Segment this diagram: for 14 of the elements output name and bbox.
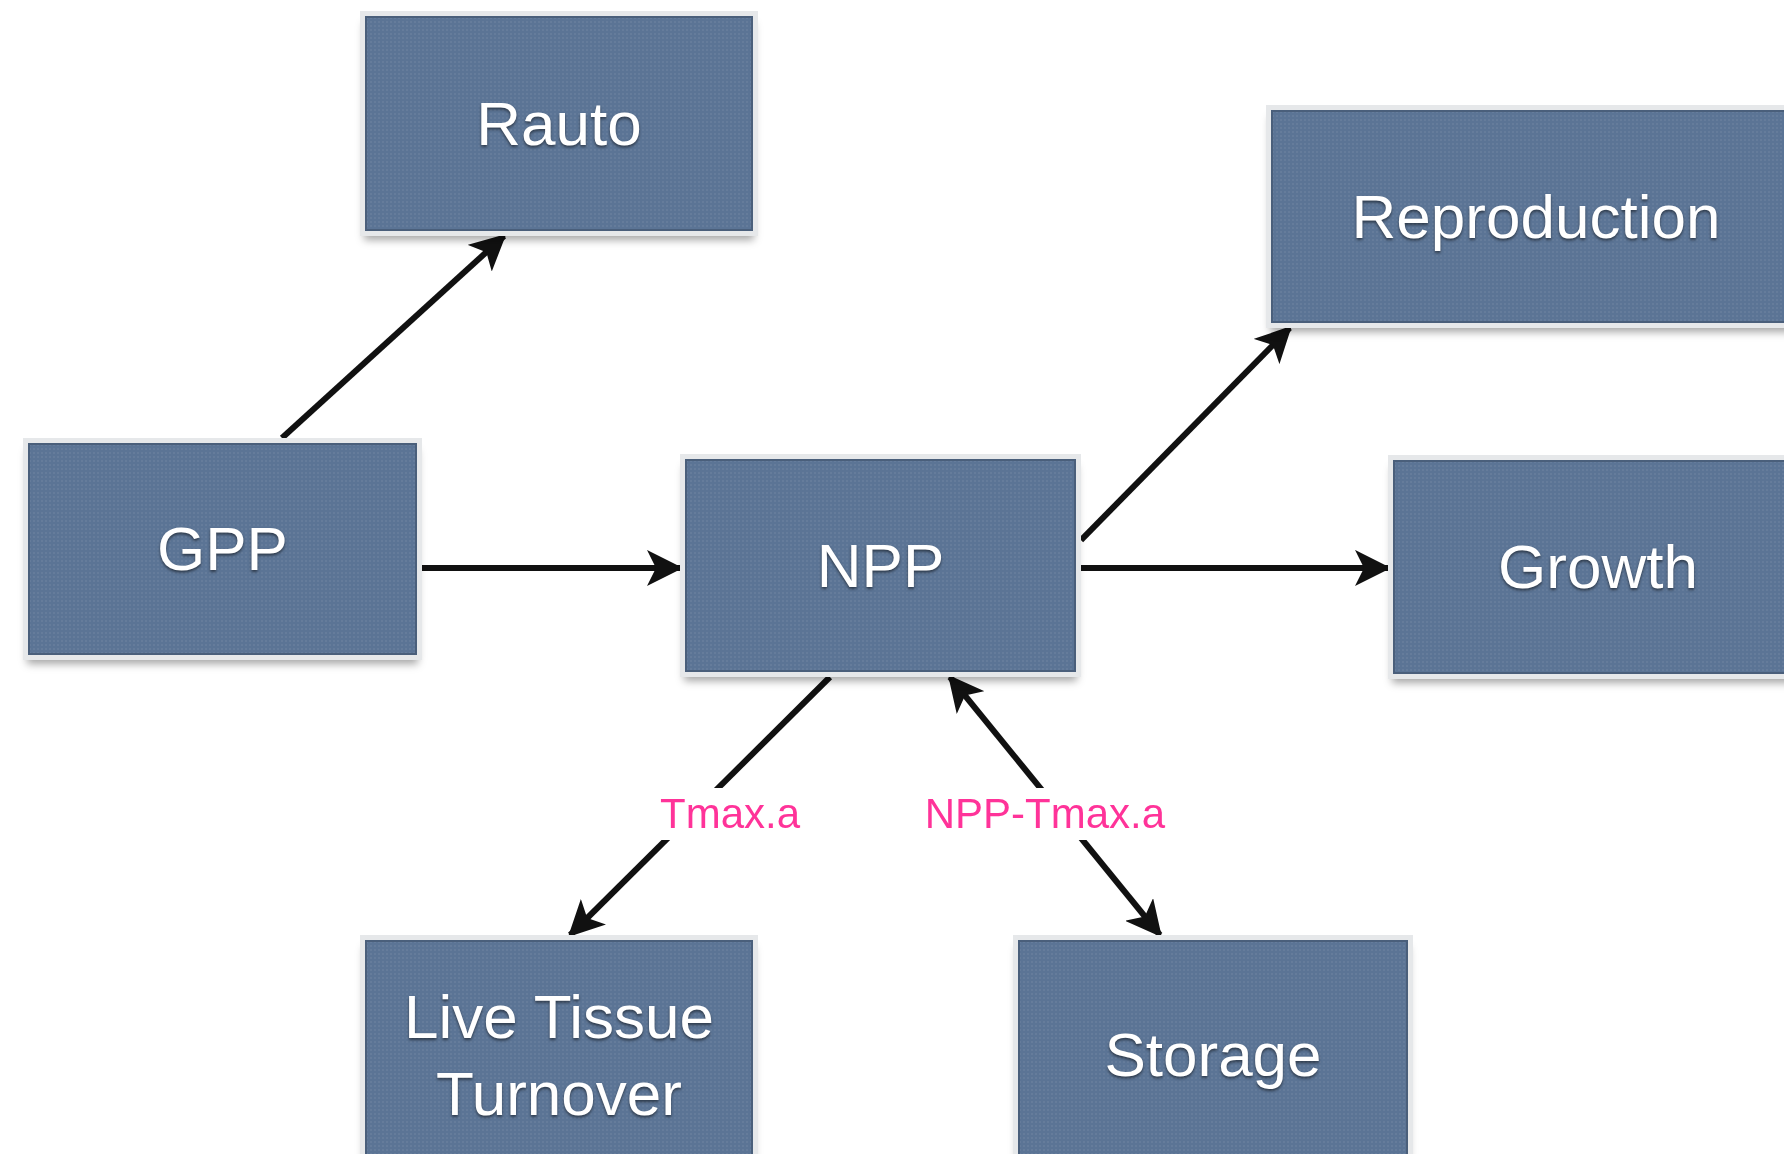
box-label: Live Tissue Turnover [402, 980, 716, 1130]
process-box [1266, 105, 1784, 328]
box-label: GPP [156, 513, 289, 586]
process-box [23, 438, 422, 660]
box-label: Rauto [475, 87, 643, 160]
box-label: Storage [1103, 1019, 1323, 1092]
process-box [1388, 455, 1784, 679]
process-box [1013, 935, 1413, 1154]
box-label: Reproduction [1350, 180, 1722, 253]
process-box [360, 11, 758, 236]
process-box [680, 454, 1081, 677]
process-box [360, 935, 758, 1154]
box-label: Growth [1497, 531, 1699, 604]
box-label: NPP [815, 529, 946, 602]
